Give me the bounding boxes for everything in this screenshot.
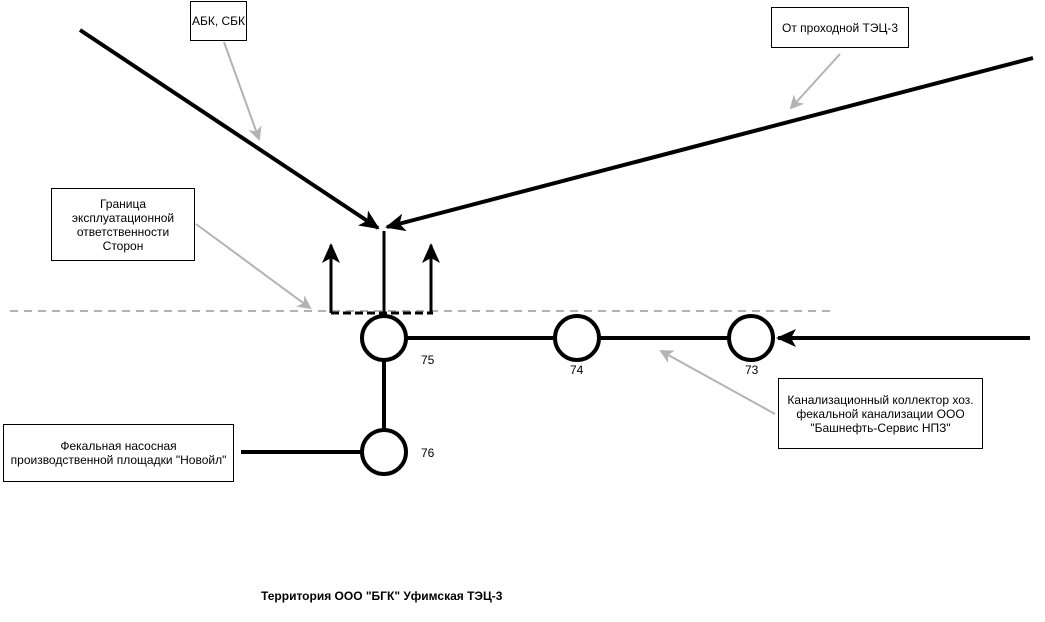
well-76 xyxy=(360,428,408,476)
label-from-tec3: От проходной ТЭЦ-3 xyxy=(771,7,909,48)
label-pump-station: Фекальная насосная производственной площ… xyxy=(3,424,234,482)
well-73-label: 73 xyxy=(745,363,759,377)
pipe-from-abk xyxy=(78,28,380,230)
well-74-label: 74 xyxy=(570,363,584,377)
well-76-label: 76 xyxy=(421,446,435,460)
leader-collector xyxy=(659,350,776,415)
leader-abk xyxy=(223,41,262,141)
well-75 xyxy=(360,314,408,362)
label-abk-sbk: АБК, СБК xyxy=(190,1,247,41)
label-collector: Канализационный коллектор хоз. фекальной… xyxy=(778,378,983,449)
leader-boundary xyxy=(195,223,312,310)
well-74 xyxy=(553,314,601,362)
well-73 xyxy=(727,314,775,362)
label-boundary: Граница эксплуатационной ответственности… xyxy=(51,188,195,261)
pipe-from-tec3 xyxy=(385,56,1034,232)
leader-tec3 xyxy=(789,53,841,110)
territory-label: Территория ООО "БГК" Уфимская ТЭЦ-3 xyxy=(261,589,503,603)
well-75-label: 75 xyxy=(421,353,435,367)
